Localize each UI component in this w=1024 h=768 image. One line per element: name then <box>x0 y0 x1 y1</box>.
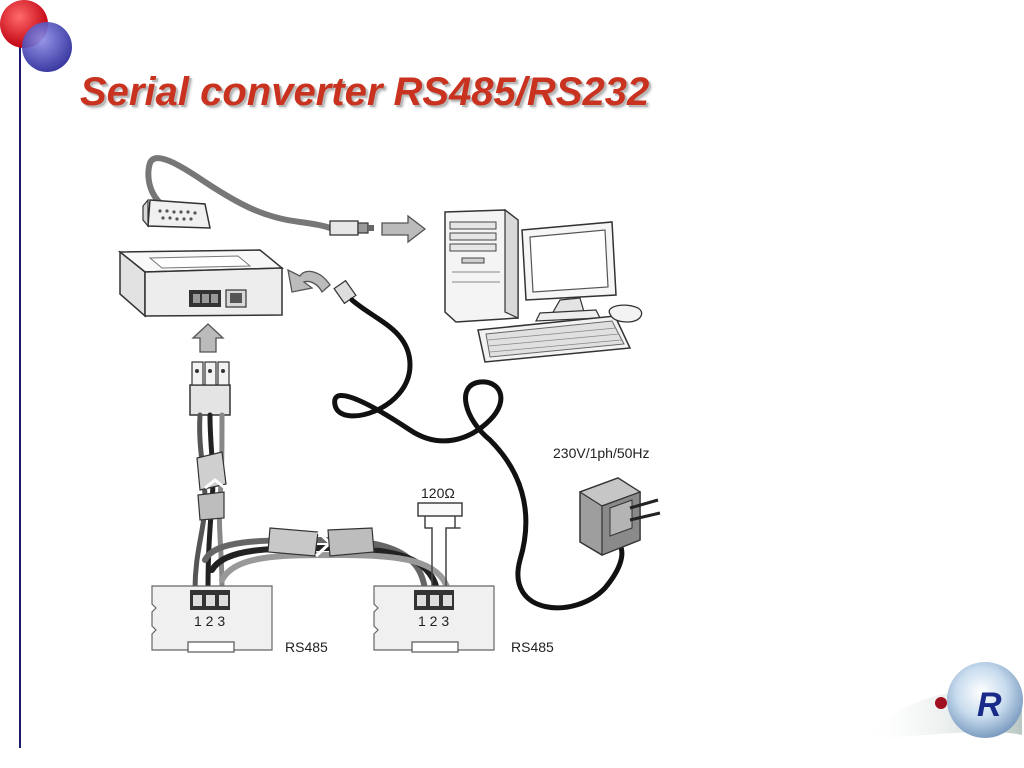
pc-mouse <box>608 304 643 323</box>
logo-letter: R <box>977 686 1002 724</box>
logo-sphere <box>947 662 1023 738</box>
arrow-power-to-converter <box>287 268 331 294</box>
rs485-device-2: 1 2 3 <box>373 585 495 653</box>
serial-plug <box>329 220 359 236</box>
arrow-to-pc <box>381 214 427 244</box>
dsub-connector <box>147 199 211 229</box>
corner-decoration <box>0 0 72 748</box>
power-adapter <box>578 477 661 556</box>
resistor-120ohm <box>417 502 463 517</box>
logo-red-dot <box>935 697 947 709</box>
device2-terminal-numbers: 1 2 3 <box>418 613 449 629</box>
cable-sleeves <box>196 451 375 558</box>
device1-terminal-numbers: 1 2 3 <box>194 613 225 629</box>
pc-tower <box>444 208 519 323</box>
resistor-label: 120Ω <box>421 485 455 501</box>
blue-circle <box>22 22 72 72</box>
pc-monitor <box>521 221 617 322</box>
rs485-device-1: 1 2 3 <box>151 585 273 653</box>
company-logo: R <box>860 662 1023 740</box>
pc-keyboard <box>477 315 632 363</box>
power-cable <box>332 279 625 611</box>
arrow-plug-to-converter <box>191 323 225 353</box>
power-label: 230V/1ph/50Hz <box>553 445 650 461</box>
slide-title: Serial converter RS485/RS232 <box>80 70 650 114</box>
serial-cable <box>142 155 374 236</box>
converter-box <box>117 249 285 318</box>
device2-label: RS485 <box>511 639 554 655</box>
terminal-plug <box>189 361 231 416</box>
device1-label: RS485 <box>285 639 328 655</box>
